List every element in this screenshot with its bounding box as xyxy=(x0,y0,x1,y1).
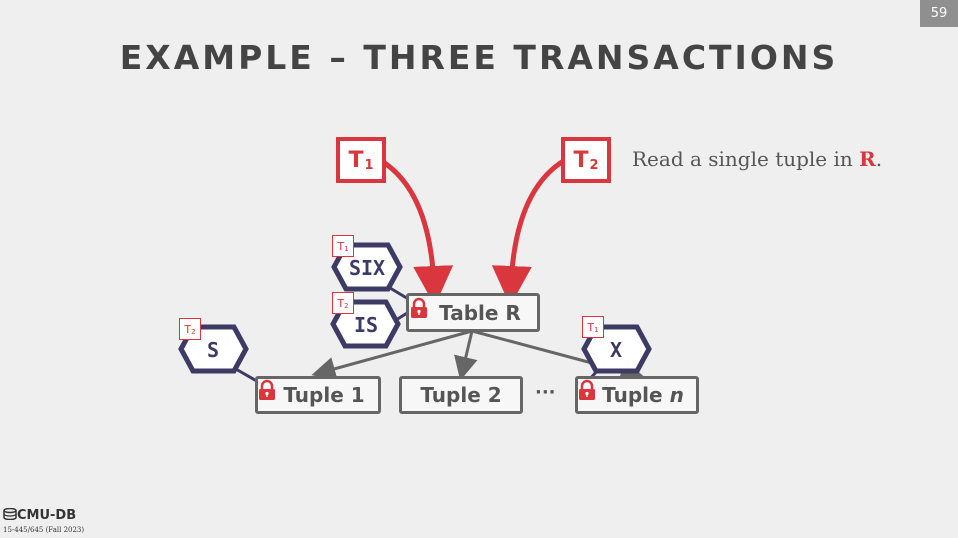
tuple-n-label: Tuple xyxy=(602,383,670,407)
course-label: 15-445/645 (Fall 2023) xyxy=(3,526,85,534)
cmu-db-logo: CMU-DB xyxy=(3,507,77,523)
tuple-2-box: Tuple 2 xyxy=(399,376,523,414)
table-r-box: Table R xyxy=(406,293,540,332)
slide-number: 59 xyxy=(920,0,958,27)
caption-text: Read a single tuple in xyxy=(632,147,860,171)
table-to-tuple1-arrow xyxy=(311,329,473,381)
database-icon xyxy=(3,507,17,521)
logo-text: CMU-DB xyxy=(17,508,77,523)
x-holder-sub: 1 xyxy=(594,326,599,334)
table-lock-icon xyxy=(411,297,427,318)
caption-suffix: . xyxy=(875,147,883,171)
tuple1-lock-icon xyxy=(259,379,275,400)
is-holder-label: T xyxy=(337,296,345,310)
tuple-n-box: Tuple n xyxy=(575,376,699,414)
caption: Read a single tuple in R. xyxy=(632,147,882,171)
s-holder-label: T xyxy=(184,322,192,336)
tuple-1-box: Tuple 1 xyxy=(255,376,381,414)
ellipsis: ··· xyxy=(535,382,556,403)
x-lock-hexagon xyxy=(581,324,652,374)
t1-sub: 1 xyxy=(364,157,374,173)
six-holder-label: T xyxy=(337,239,345,253)
x-holder-label: T xyxy=(587,320,595,334)
s-holder-sub: 2 xyxy=(191,328,196,336)
x-lock-label: X xyxy=(610,338,622,362)
slide-title: EXAMPLE – THREE TRANSACTIONS xyxy=(119,38,839,77)
t2-sub: 2 xyxy=(589,157,599,173)
t2-label: T xyxy=(573,147,589,173)
s-lock-label: S xyxy=(207,338,219,362)
six-lock-label: SIX xyxy=(349,256,385,280)
is-lock-label: IS xyxy=(354,313,378,337)
table-to-tuple2-arrow xyxy=(454,330,478,381)
tuplen-lock-icon xyxy=(579,379,595,400)
t1-label: T xyxy=(348,147,364,173)
t1-to-table-arrow xyxy=(378,157,454,306)
is-holder-sub: 2 xyxy=(344,302,349,310)
caption-highlight: R xyxy=(859,147,876,171)
six-holder-sub: 1 xyxy=(344,245,349,253)
t2-to-table-arrow xyxy=(491,157,567,306)
tuple-n-italic: n xyxy=(669,383,684,407)
